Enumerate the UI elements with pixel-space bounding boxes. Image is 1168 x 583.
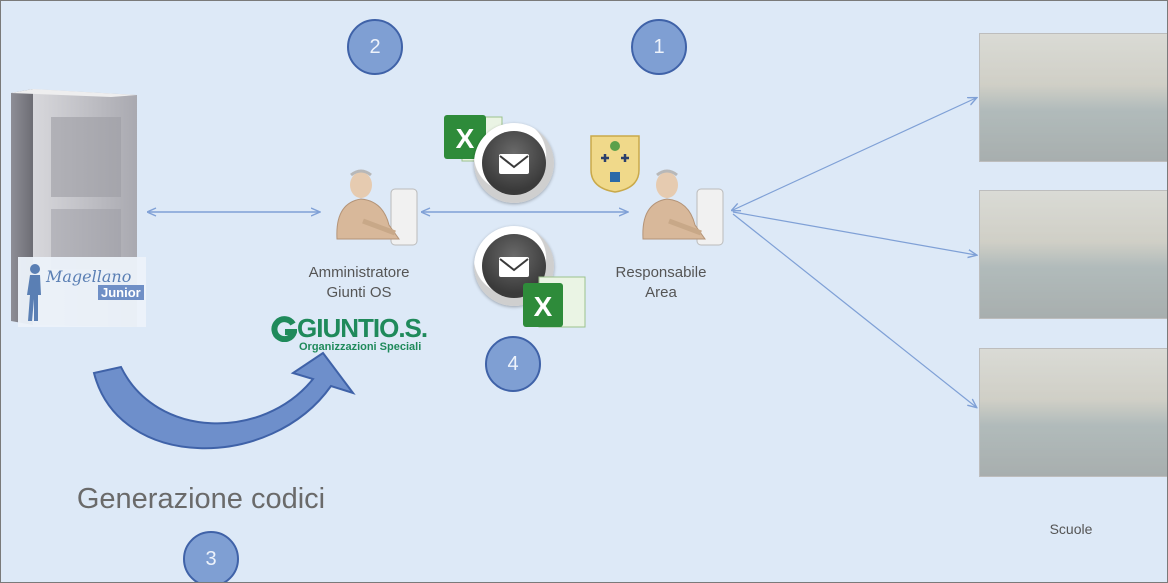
step-badge-3: 3 — [183, 531, 239, 582]
student-silhouette-icon — [27, 264, 41, 321]
mail-icon-bottom — [474, 226, 554, 306]
generazione-codici-label: Generazione codici — [76, 483, 326, 515]
giunti-os-logo: GIUNTIO.S. Organizzazioni Speciali — [269, 313, 449, 357]
giunti-g-icon — [271, 316, 297, 342]
magellano-label: Magellano — [46, 267, 132, 286]
giunti-os-wordmark: GIUNTIO.S. — [297, 313, 428, 343]
step-badge-1: 1 — [631, 19, 687, 75]
classroom-photo-2 — [979, 190, 1167, 319]
svg-text:X: X — [456, 123, 475, 154]
classroom-photo-1 — [979, 33, 1167, 162]
magellano-junior-logo: Magellano Junior — [18, 257, 146, 327]
classroom-photo-3 — [979, 348, 1167, 477]
responsabile-person-icon — [629, 169, 729, 253]
svg-text:X: X — [534, 291, 553, 322]
step-badge-4: 4 — [485, 336, 541, 392]
responsabile-label: Responsabile Area — [615, 264, 707, 301]
giunti-os-tagline: Organizzazioni Speciali — [299, 341, 422, 353]
admin-person-icon — [323, 169, 423, 253]
mail-icon-top — [474, 123, 554, 203]
curved-arrow-icon — [92, 351, 356, 450]
arrow-responsabile-school2 — [732, 211, 976, 255]
scuole-label: Scuole — [1049, 521, 1093, 537]
region-crest-icon — [585, 132, 645, 194]
step-badge-2: 2 — [347, 19, 403, 75]
junior-label: Junior — [98, 285, 144, 300]
admin-label: Amministratore Giunti OS — [308, 264, 410, 301]
arrow-responsabile-school1 — [733, 98, 976, 210]
arrow-responsabile-school3 — [732, 213, 976, 407]
excel-icon-bottom: X — [521, 273, 587, 331]
